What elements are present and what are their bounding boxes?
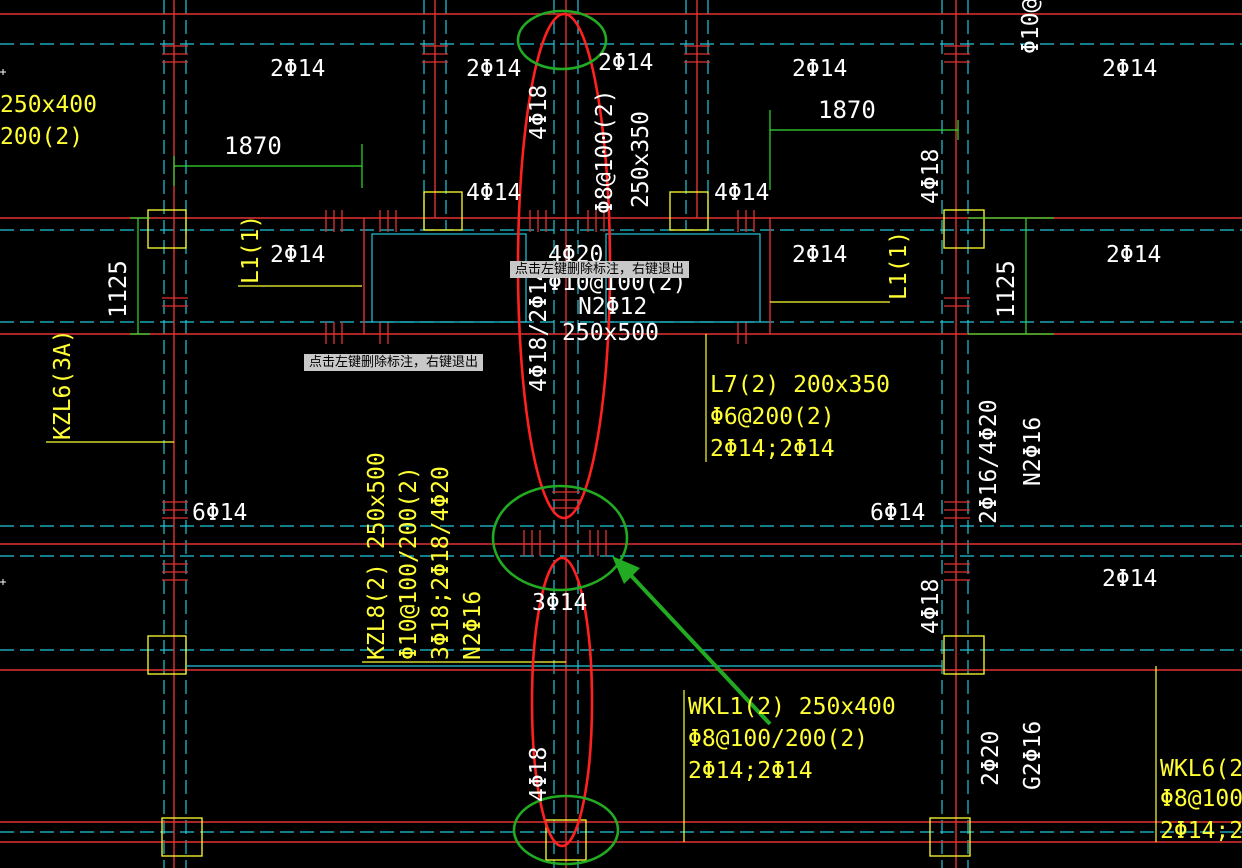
rebar-label: N2Φ16 [1020, 417, 1046, 486]
dimension-lines [130, 110, 1054, 335]
rebar-label: 250x350 [628, 111, 654, 208]
beam-label: KZL6(3A) [50, 329, 76, 440]
rebar-label: Φ10@ [1018, 0, 1044, 54]
beam-label: Φ6@200(2) [710, 404, 835, 430]
edge-marks [0, 69, 6, 585]
rebar-label: Φ8@100(2) [592, 89, 618, 214]
beam-label: WKL1(2) 250x400 [688, 694, 896, 720]
beam-label: 2Φ14;2Φ14 [688, 758, 813, 784]
beam-label: 2Φ14;2Φ [1160, 818, 1242, 844]
green-ellipse-bottom [512, 794, 620, 866]
rebar-label: 4Φ18/2Φ14 [526, 267, 552, 392]
beam-label: 3Φ18;2Φ18/4Φ20 [428, 466, 454, 660]
beam-outlines [186, 233, 942, 667]
beam-label: Φ8@100/200(2) [688, 726, 868, 752]
dimension-label: 1870 [818, 96, 876, 124]
rebar-label: 2Φ14 [792, 56, 847, 82]
beam-label: 200(2) [0, 124, 83, 150]
rebar-label: 4Φ14 [714, 180, 769, 206]
beam-label: Φ10@100/200(2) [396, 466, 422, 660]
rebar-label: 6Φ14 [870, 500, 925, 526]
beam-annotations: 250x400 200(2) L7(2) 200x350 Φ6@200(2) 2… [0, 92, 1242, 844]
dimension-label: 1870 [224, 132, 282, 160]
red-ellipse-lower [530, 556, 594, 848]
dimension-label: 1125 [992, 260, 1020, 318]
rebar-label: 3Φ14 [532, 590, 587, 616]
rebar-label: 2Φ14 [1106, 242, 1161, 268]
rebar-label: 2Φ14 [1102, 566, 1157, 592]
beam-label: N2Φ16 [460, 591, 486, 660]
joint-ticks [162, 45, 970, 581]
rebar-label: 250x500 [562, 320, 659, 346]
rebar-label: 2Φ14 [270, 56, 325, 82]
beam-label: Φ8@100 [1160, 786, 1242, 812]
rebar-label: 2Φ14 [270, 242, 325, 268]
beam-label: L7(2) 200x350 [710, 372, 890, 398]
beam-label: 250x400 [0, 92, 97, 118]
rebar-label: 4Φ14 [466, 180, 521, 206]
rebar-label: 2Φ16/4Φ20 [976, 399, 1002, 524]
columns [147, 191, 985, 861]
beam-label: L1(1) [238, 215, 264, 284]
rebar-label: 2Φ20 [978, 731, 1004, 786]
beam-label: KZL8(2) 250x500 [364, 452, 390, 660]
dimension-labels: 1870 1870 1125 1125 [104, 96, 1020, 318]
rebar-labels: 2Φ14 2Φ14 2Φ14 2Φ14 2Φ14 4Φ14 4Φ14 2Φ14 … [192, 50, 1161, 616]
green-ellipse-middle [491, 484, 629, 592]
vertical-rebar-labels: 4Φ18 Φ8@100(2) 250x350 4Φ18 4Φ18/2Φ14 2Φ… [526, 0, 1046, 802]
rebar-label: 2Φ14 [792, 242, 847, 268]
dimension-label: 1125 [104, 260, 132, 318]
rebar-label: 4Φ18 [526, 85, 552, 140]
rebar-label: 4Φ18 [526, 747, 552, 802]
rebar-label: 2Φ14 [598, 50, 653, 76]
rebar-label: 2Φ14 [466, 56, 521, 82]
green-ellipse-top [516, 9, 608, 71]
beam-label: 2Φ14;2Φ14 [710, 436, 835, 462]
beam-label: WKL6(2) [1160, 756, 1242, 782]
rebar-label: 4Φ18 [918, 149, 944, 204]
rebar-label: N2Φ12 [578, 294, 647, 320]
rebar-label: G2Φ16 [1020, 721, 1046, 790]
delete-annotation-tooltip: 点击左键删除标注，右键退出 [510, 261, 690, 278]
rebar-label: 2Φ14 [1102, 56, 1157, 82]
rebar-label: 4Φ18 [918, 579, 944, 634]
rebar-label: 6Φ14 [192, 500, 247, 526]
delete-annotation-tooltip: 点击左键删除标注，右键退出 [304, 354, 484, 371]
beam-label: L1(1) [886, 231, 912, 300]
green-arrow [612, 556, 772, 726]
